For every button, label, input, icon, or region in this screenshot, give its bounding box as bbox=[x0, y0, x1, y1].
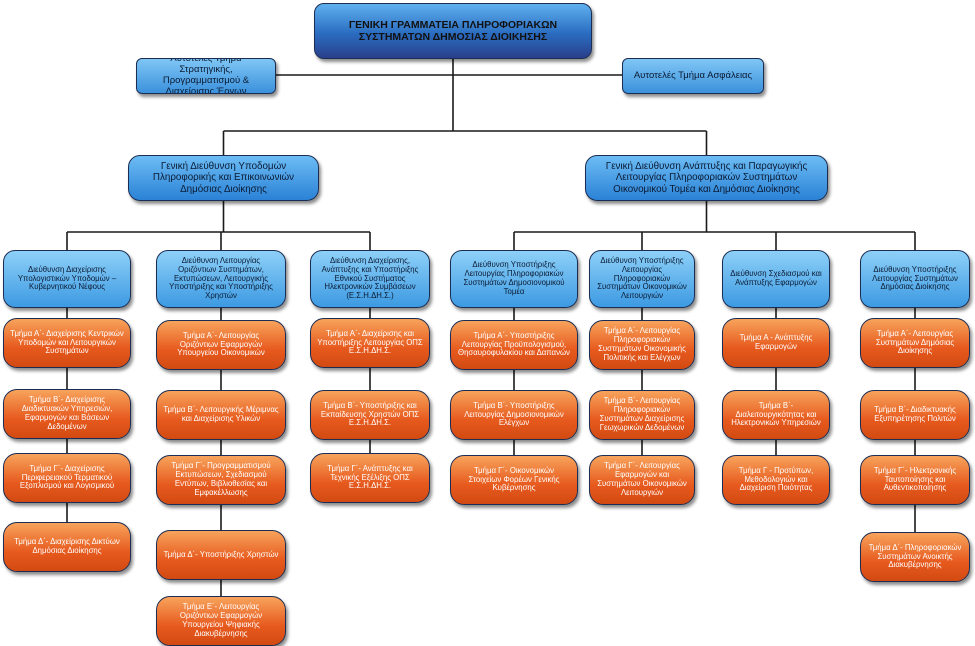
directorate-box-label: Διεύθυνση Διαχείρισης, Ανάπτυξης και Υπο… bbox=[321, 255, 419, 301]
top-box-label: ΓΕΝΙΚΗ ΓΡΑΜΜΑΤΕΙΑ ΠΛΗΡΟΦΟΡΙΑΚΩΝ ΣΥΣΤΗΜΑΤ… bbox=[348, 18, 558, 43]
directorate-box-label: Διεύθυνση Υποστήριξης Λειτουργίας Πληροφ… bbox=[597, 255, 687, 301]
department-box-label: Τμήμα Β΄- Διαχείρισης Διαδικτυακών Υπηρε… bbox=[21, 395, 113, 431]
department-box: Τμήμα Β΄- Διαχείρισης Διαδικτυακών Υπηρε… bbox=[3, 389, 131, 439]
department-box-label: Τμήμα Γ - Προτύπων, Μεθοδολογιών και Δια… bbox=[738, 465, 814, 493]
department-box: Τμήμα Γ΄- Οικονομικών Στοιχείων Φορέων Γ… bbox=[450, 455, 578, 505]
directorate-box-label: Διεύθυνση Υποστήριξης Λειτουργίας Πληροφ… bbox=[463, 260, 565, 296]
department-box-label: Τμήμα Δ΄- Πληροφοριακών Συστημάτων Ανοικ… bbox=[868, 542, 962, 570]
department-box: Τμήμα Α΄- Λειτουργίας Συστημάτων Δημόσια… bbox=[860, 318, 970, 368]
department-box-label: Τμήμα Α΄- Λειτουργίας Οριζόντιων Εφαρμογ… bbox=[177, 330, 265, 358]
department-box-label: Τμήμα Α΄- Λειτουργίας Πληροφοριακών Συστ… bbox=[598, 326, 686, 362]
department-box-label: Τμήμα Γ΄- Ανάπτυξης και Τεχνικής Εξέλιξη… bbox=[327, 463, 413, 491]
department-box: Τμήμα Α΄- Λειτουργίας Πληροφοριακών Συστ… bbox=[589, 320, 695, 370]
department-box-label: Τμήμα Γ΄- Προγραμματισμού Εκτυπώσεων, Σχ… bbox=[171, 461, 271, 497]
department-box: Τμήμα Β΄- Διαλειτουργικότητας και Ηλεκτρ… bbox=[722, 390, 830, 440]
department-box: Τμήμα Ε΄- Λειτουργίας Οριζόντιων Εφαρμογ… bbox=[156, 596, 286, 646]
department-box: Τμήμα Δ΄- Διαχείρισης Δικτύων Δημόσιας Δ… bbox=[3, 522, 131, 572]
department-box: Τμήμα Γ΄- Ηλεκτρονικής Ταυτοποίησης και … bbox=[860, 455, 970, 505]
department-box-label: Τμήμα Α΄- Διαχείρισης και Υποστήριξης Λε… bbox=[317, 328, 423, 356]
directorate-box: Διεύθυνση Υποστήριξης Λειτουργίας Συστημ… bbox=[860, 250, 970, 308]
directorate-box-label: Διεύθυνση Υποστήριξης Λειτουργίας Συστημ… bbox=[872, 264, 958, 292]
department-box-label: Τμήμα Α΄- Διαχείρισης Κεντρικών Υποδομών… bbox=[10, 328, 124, 356]
department-box-label: Τμήμα Γ΄- Ηλεκτρονικής Ταυτοποίησης και … bbox=[873, 465, 957, 493]
department-box-label: Τμήμα Α΄- Λειτουργίας Συστημάτων Δημόσια… bbox=[875, 328, 955, 356]
department-box: Τμήμα Γ΄- Λειτουργίας Εφαρμογών και Συστ… bbox=[589, 455, 695, 505]
directorate-box: Διεύθυνση Υποστήριξης Λειτουργίας Πληροφ… bbox=[450, 250, 578, 308]
department-box-label: Τμήμα Β΄- Υποστήριξης Λειτουργίας Δημοσι… bbox=[464, 400, 564, 428]
general-directorate-box-label: Γενική Διεύθυνση Υποδομών Πληροφορικής κ… bbox=[152, 161, 295, 195]
department-box-label: Τμήμα Α - Ανάπτυξης Εφαρμογών bbox=[739, 333, 813, 351]
department-box-label: Τμήμα Α΄- Υποστήριξης Λειτουργίας Προϋπο… bbox=[458, 330, 570, 358]
department-box: Τμήμα Α - Ανάπτυξης Εφαρμογών bbox=[722, 318, 830, 368]
directorate-box-label: Διεύθυνση Σχεδιασμού και Ανάπτυξης Εφαρμ… bbox=[730, 269, 822, 287]
department-box-label: Τμήμα Δ΄- Υποστήριξης Χρηστών bbox=[163, 549, 279, 559]
directorate-box: Διεύθυνση Λειτουργίας Οριζόντιων Συστημά… bbox=[156, 250, 286, 308]
directorate-box: Διεύθυνση Διαχείρισης Υπολογιστικών Υποδ… bbox=[3, 250, 131, 308]
side-unit-box: Αυτοτελές Τμήμα Στρατηγικής, Προγραμματι… bbox=[136, 58, 276, 94]
directorate-box: Διεύθυνση Διαχείρισης, Ανάπτυξης και Υπο… bbox=[310, 250, 430, 308]
department-box: Τμήμα Α΄- Διαχείρισης και Υποστήριξης Λε… bbox=[310, 318, 430, 368]
top-box: ΓΕΝΙΚΗ ΓΡΑΜΜΑΤΕΙΑ ΠΛΗΡΟΦΟΡΙΑΚΩΝ ΣΥΣΤΗΜΑΤ… bbox=[314, 3, 592, 59]
directorate-box-label: Διεύθυνση Λειτουργίας Οριζόντιων Συστημά… bbox=[169, 255, 273, 301]
department-box: Τμήμα Β΄- Λειτουργίας Πληροφοριακών Συστ… bbox=[589, 390, 695, 440]
department-box: Τμήμα Γ΄- Διαχείρισης Περιφερειακού Τερμ… bbox=[3, 453, 131, 503]
department-box-label: Τμήμα Β΄- Υποστήριξης και Εκπαίδευσης Χρ… bbox=[320, 400, 420, 428]
department-box: Τμήμα Δ΄- Πληροφοριακών Συστημάτων Ανοικ… bbox=[860, 532, 970, 582]
general-directorate-box-label: Γενική Διεύθυνση Ανάπτυξης και Παραγωγικ… bbox=[605, 161, 808, 195]
department-box: Τμήμα Δ΄- Υποστήριξης Χρηστών bbox=[156, 530, 286, 580]
department-box-label: Τμήμα Β΄- Διαλειτουργικότητας και Ηλεκτρ… bbox=[731, 400, 821, 428]
department-box: Τμήμα Γ - Προτύπων, Μεθοδολογιών και Δια… bbox=[722, 455, 830, 505]
department-box: Τμήμα Β΄- Διαδικτυακής Εξυπηρέτησης Πολι… bbox=[860, 390, 970, 440]
department-box-label: Τμήμα Γ΄- Οικονομικών Στοιχείων Φορέων Γ… bbox=[468, 465, 560, 493]
department-box: Τμήμα Β΄- Λειτουργικής Μέριμνας και Διαχ… bbox=[156, 390, 286, 440]
department-box: Τμήμα Α΄- Λειτουργίας Οριζόντιων Εφαρμογ… bbox=[156, 320, 286, 370]
department-box: Τμήμα Β΄- Υποστήριξης και Εκπαίδευσης Χρ… bbox=[310, 390, 430, 440]
department-box: Τμήμα Α΄- Υποστήριξης Λειτουργίας Προϋπο… bbox=[450, 320, 578, 370]
department-box: Τμήμα Γ΄- Προγραμματισμού Εκτυπώσεων, Σχ… bbox=[156, 455, 286, 505]
side-unit-box-label: Αυτοτελές Τμήμα Ασφάλειας bbox=[633, 69, 753, 81]
department-box: Τμήμα Γ΄- Ανάπτυξης και Τεχνικής Εξέλιξη… bbox=[310, 453, 430, 503]
department-box-label: Τμήμα Β΄- Λειτουργίας Πληροφοριακών Συστ… bbox=[599, 396, 685, 432]
directorate-box: Διεύθυνση Υποστήριξης Λειτουργίας Πληροφ… bbox=[589, 250, 695, 308]
side-unit-box: Αυτοτελές Τμήμα Ασφάλειας bbox=[622, 58, 764, 94]
department-box-label: Τμήμα Γ΄- Διαχείρισης Περιφερειακού Τερμ… bbox=[19, 463, 115, 491]
department-box-label: Τμήμα Β΄- Διαδικτυακής Εξυπηρέτησης Πολι… bbox=[874, 405, 956, 423]
department-box: Τμήμα Β΄- Υποστήριξης Λειτουργίας Δημοσι… bbox=[450, 390, 578, 440]
general-directorate-box: Γενική Διεύθυνση Υποδομών Πληροφορικής κ… bbox=[128, 155, 319, 201]
directorate-box: Διεύθυνση Σχεδιασμού και Ανάπτυξης Εφαρμ… bbox=[722, 250, 830, 308]
department-box-label: Τμήμα Β΄- Λειτουργικής Μέριμνας και Διαχ… bbox=[163, 405, 279, 423]
department-box: Τμήμα Α΄- Διαχείρισης Κεντρικών Υποδομών… bbox=[3, 318, 131, 368]
department-box-label: Τμήμα Γ΄- Λειτουργίας Εφαρμογών και Συστ… bbox=[597, 461, 687, 497]
department-box-label: Τμήμα Ε΄- Λειτουργίας Οριζόντιων Εφαρμογ… bbox=[179, 602, 263, 638]
department-box-label: Τμήμα Δ΄- Διαχείρισης Δικτύων Δημόσιας Δ… bbox=[14, 537, 120, 555]
general-directorate-box: Γενική Διεύθυνση Ανάπτυξης και Παραγωγικ… bbox=[585, 155, 828, 201]
directorate-box-label: Διεύθυνση Διαχείρισης Υπολογιστικών Υποδ… bbox=[17, 264, 117, 292]
side-unit-box-label: Αυτοτελές Τμήμα Στρατηγικής, Προγραμματι… bbox=[162, 58, 250, 94]
